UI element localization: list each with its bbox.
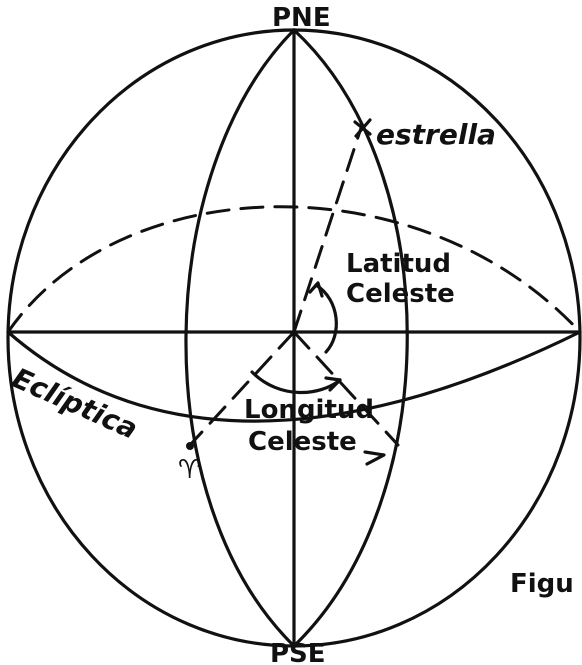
star-label: estrella — [376, 118, 496, 151]
ecliptic-arrowhead — [365, 452, 384, 464]
latitude-angle-arc — [316, 285, 336, 352]
latitude-label-line1: Latitud — [346, 249, 451, 279]
meridian-left-arc — [186, 30, 294, 646]
ecliptic-label: Eclíptica — [7, 361, 142, 445]
south-pole-label: PSE — [270, 639, 326, 665]
aries-point — [186, 442, 194, 450]
figure-caption: Figu — [510, 569, 574, 599]
longitude-angle-arc — [252, 372, 340, 393]
north-pole-label: PNE — [272, 3, 331, 33]
longitude-label-line1: Longitud — [244, 395, 374, 425]
longitude-label-line2: Celeste — [248, 427, 357, 457]
latitude-arrowhead — [310, 283, 322, 296]
latitude-label-line2: Celeste — [346, 279, 455, 309]
aries-symbol-label: ♈ — [178, 455, 201, 485]
